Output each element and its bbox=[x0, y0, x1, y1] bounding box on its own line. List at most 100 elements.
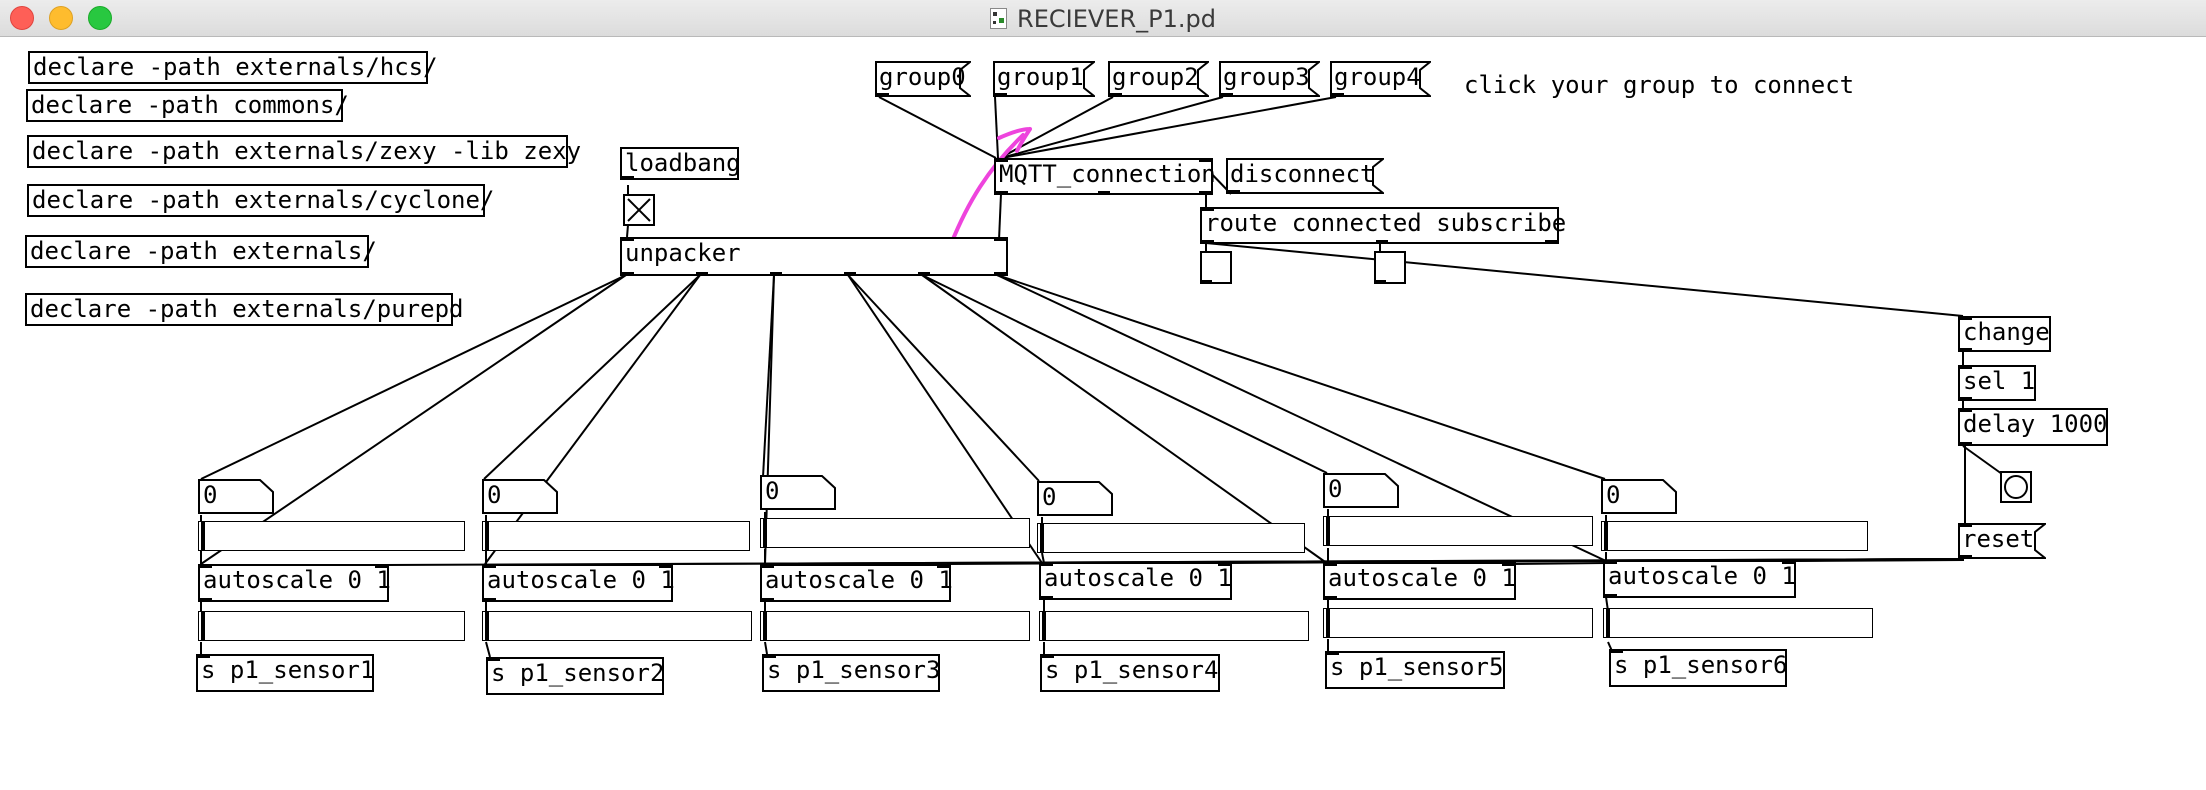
hslider-4[interactable] bbox=[1037, 523, 1305, 553]
send-object-3[interactable]: s p1_sensor3 bbox=[762, 654, 940, 692]
inlet[interactable] bbox=[994, 237, 1006, 241]
route-object[interactable]: route connected subscribe bbox=[1200, 207, 1566, 244]
outlet[interactable] bbox=[622, 176, 634, 180]
group1-message[interactable]: group1 bbox=[993, 61, 1095, 97]
inlet[interactable] bbox=[198, 654, 210, 658]
hslider-4b[interactable] bbox=[1039, 611, 1309, 641]
slider-knob[interactable] bbox=[763, 612, 767, 640]
slider-knob[interactable] bbox=[1326, 609, 1330, 637]
autoscale-object-5[interactable]: autoscale 0 1 bbox=[1323, 562, 1516, 600]
outlet[interactable] bbox=[696, 272, 708, 276]
send-object-1[interactable]: s p1_sensor1 bbox=[196, 654, 374, 692]
inlet[interactable] bbox=[762, 564, 774, 568]
inlet[interactable] bbox=[1960, 408, 1972, 412]
inlet[interactable] bbox=[996, 158, 1008, 162]
inlet[interactable] bbox=[622, 237, 634, 241]
hslider-6b[interactable] bbox=[1603, 608, 1873, 638]
outlet[interactable] bbox=[1376, 240, 1388, 244]
outlet[interactable] bbox=[1605, 594, 1617, 598]
hslider-3b[interactable] bbox=[760, 611, 1030, 641]
number-box-3[interactable]: 0 bbox=[760, 475, 836, 510]
send-object-5[interactable]: s p1_sensor5 bbox=[1325, 651, 1505, 689]
autoscale-object-1[interactable]: autoscale 0 1 bbox=[198, 564, 391, 602]
send-object-2[interactable]: s p1_sensor2 bbox=[486, 657, 664, 695]
inlet[interactable] bbox=[1327, 651, 1339, 655]
hslider-1[interactable] bbox=[198, 521, 465, 551]
inlet[interactable] bbox=[1199, 158, 1211, 162]
slider-knob[interactable] bbox=[485, 612, 489, 640]
autoscale-object-2[interactable]: autoscale 0 1 bbox=[482, 564, 675, 602]
outlet[interactable] bbox=[1199, 191, 1211, 195]
slider-knob[interactable] bbox=[1040, 524, 1044, 552]
change-object[interactable]: change bbox=[1958, 316, 2051, 352]
inlet[interactable] bbox=[1041, 562, 1053, 566]
inlet[interactable] bbox=[200, 564, 212, 568]
outlet[interactable] bbox=[1098, 191, 1110, 195]
inlet[interactable] bbox=[1042, 654, 1054, 658]
hslider-5b[interactable] bbox=[1323, 608, 1593, 638]
slider-knob[interactable] bbox=[763, 519, 767, 547]
outlet[interactable] bbox=[1110, 93, 1122, 97]
subscribe-status-box[interactable] bbox=[1374, 251, 1406, 284]
group2-message[interactable]: group2 bbox=[1108, 61, 1209, 97]
toggle[interactable] bbox=[623, 194, 655, 226]
slider-knob[interactable] bbox=[201, 522, 205, 550]
group3-message[interactable]: group3 bbox=[1219, 61, 1320, 97]
outlet[interactable] bbox=[1200, 280, 1212, 284]
outlet[interactable] bbox=[1041, 596, 1053, 600]
outlet[interactable] bbox=[200, 598, 212, 602]
inlet[interactable] bbox=[764, 654, 776, 658]
delay-object[interactable]: delay 1000 bbox=[1958, 408, 2108, 446]
inlet[interactable] bbox=[1611, 649, 1623, 653]
send-object-6[interactable]: s p1_sensor6 bbox=[1609, 649, 1787, 687]
outlet[interactable] bbox=[1374, 280, 1386, 284]
number-box-4[interactable]: 0 bbox=[1037, 481, 1113, 516]
outlet[interactable] bbox=[1960, 555, 1972, 559]
outlet[interactable] bbox=[994, 272, 1006, 276]
inlet[interactable] bbox=[375, 564, 387, 568]
declare-object[interactable]: declare -path externals/hcs/ bbox=[28, 51, 438, 84]
loadbang-object[interactable]: loadbang bbox=[620, 147, 741, 180]
inlet[interactable] bbox=[1218, 562, 1230, 566]
outlet[interactable] bbox=[1332, 93, 1344, 97]
outlet[interactable] bbox=[918, 272, 930, 276]
outlet[interactable] bbox=[770, 272, 782, 276]
outlet[interactable] bbox=[1960, 397, 1972, 401]
mqtt-connection-object[interactable]: MQTT_connection bbox=[994, 158, 1216, 195]
hslider-2[interactable] bbox=[482, 521, 750, 551]
unpacker-object[interactable]: unpacker bbox=[620, 237, 1008, 276]
hslider-3[interactable] bbox=[760, 518, 1030, 548]
slider-knob[interactable] bbox=[201, 612, 205, 640]
inlet[interactable] bbox=[1605, 560, 1617, 564]
group4-message[interactable]: group4 bbox=[1330, 61, 1431, 97]
bang[interactable] bbox=[2000, 471, 2032, 503]
inlet[interactable] bbox=[1782, 560, 1794, 564]
number-box-6[interactable]: 0 bbox=[1601, 479, 1677, 514]
minimize-window-button[interactable] bbox=[49, 6, 73, 30]
slider-knob[interactable] bbox=[485, 522, 489, 550]
outlet[interactable] bbox=[622, 272, 634, 276]
outlet[interactable] bbox=[995, 93, 1007, 97]
outlet[interactable] bbox=[1960, 442, 1972, 446]
send-object-4[interactable]: s p1_sensor4 bbox=[1040, 654, 1220, 692]
inlet[interactable] bbox=[1960, 365, 1972, 369]
slider-knob[interactable] bbox=[1042, 612, 1046, 640]
group0-message[interactable]: group0 bbox=[875, 61, 971, 97]
number-box-2[interactable]: 0 bbox=[482, 479, 558, 514]
autoscale-object-6[interactable]: autoscale 0 1 bbox=[1603, 560, 1796, 598]
outlet[interactable] bbox=[877, 93, 889, 97]
hslider-6[interactable] bbox=[1601, 521, 1868, 551]
inlet[interactable] bbox=[937, 564, 949, 568]
patch-canvas[interactable]: declare -path externals/hcs/ declare -pa… bbox=[0, 37, 2206, 790]
disconnect-message[interactable]: disconnect bbox=[1226, 158, 1384, 194]
outlet[interactable] bbox=[484, 598, 496, 602]
hslider-5[interactable] bbox=[1323, 516, 1593, 546]
declare-object[interactable]: declare -path externals/cyclone/ bbox=[27, 184, 494, 217]
inlet[interactable] bbox=[488, 657, 500, 661]
outlet[interactable] bbox=[1960, 348, 1972, 352]
declare-object[interactable]: declare -path externals/ bbox=[25, 235, 377, 268]
zoom-window-button[interactable] bbox=[88, 6, 112, 30]
inlet[interactable] bbox=[1502, 562, 1514, 566]
outlet[interactable] bbox=[996, 191, 1008, 195]
inlet[interactable] bbox=[484, 564, 496, 568]
